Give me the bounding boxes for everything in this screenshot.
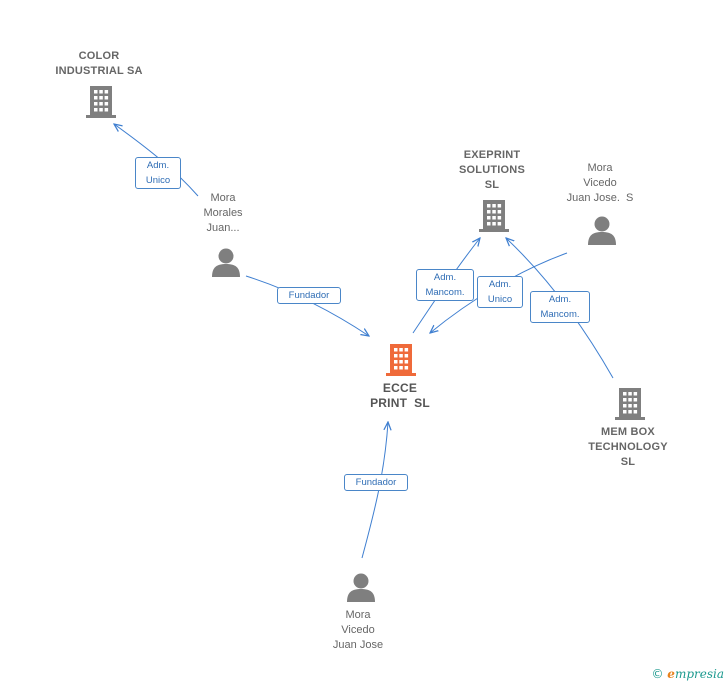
node-label-exeprint[interactable]: EXEPRINT SOLUTIONS SL bbox=[459, 149, 525, 191]
brand-logo-e: e bbox=[667, 667, 675, 681]
person-icon[interactable] bbox=[588, 216, 616, 246]
person-icon[interactable] bbox=[347, 573, 375, 603]
edge-label-adm-mancom: Adm. Mancom. bbox=[530, 291, 590, 323]
building-icon[interactable] bbox=[86, 86, 116, 118]
edges bbox=[114, 124, 614, 559]
edge-label-adm-unico: Adm. Unico bbox=[135, 157, 181, 189]
edge-label-fundador: Fundador bbox=[344, 474, 408, 491]
edge-mora-morales-to-ecce bbox=[245, 275, 369, 336]
node-label-mem-box[interactable]: MEM BOX TECHNOLOGY SL bbox=[588, 426, 668, 468]
building-icon[interactable] bbox=[479, 200, 509, 232]
node-label-color-industrial[interactable]: COLOR INDUSTRIAL SA bbox=[55, 50, 143, 77]
edge-label-fundador: Fundador bbox=[277, 287, 341, 304]
copyright-symbol: © bbox=[651, 667, 664, 681]
node-label-mora-morales[interactable]: Mora Morales Juan... bbox=[203, 192, 243, 234]
edge-label-adm-unico: Adm. Unico bbox=[477, 276, 523, 308]
brand-logo-name: mpresia bbox=[674, 667, 724, 681]
building-icon[interactable] bbox=[615, 388, 645, 420]
person-icon[interactable] bbox=[212, 248, 240, 278]
node-label-mora-vicedo-s[interactable]: Mora Vicedo Juan Jose. S bbox=[566, 162, 634, 204]
building-icon[interactable] bbox=[386, 344, 416, 376]
node-label-mora-vicedo[interactable]: Mora Vicedo Juan Jose bbox=[332, 609, 384, 651]
edge-label-adm-mancom: Adm. Mancom. bbox=[416, 269, 474, 301]
node-label-ecce-print[interactable]: ECCE PRINT SL bbox=[370, 381, 430, 410]
copyright-footer: © empresia bbox=[651, 667, 724, 681]
